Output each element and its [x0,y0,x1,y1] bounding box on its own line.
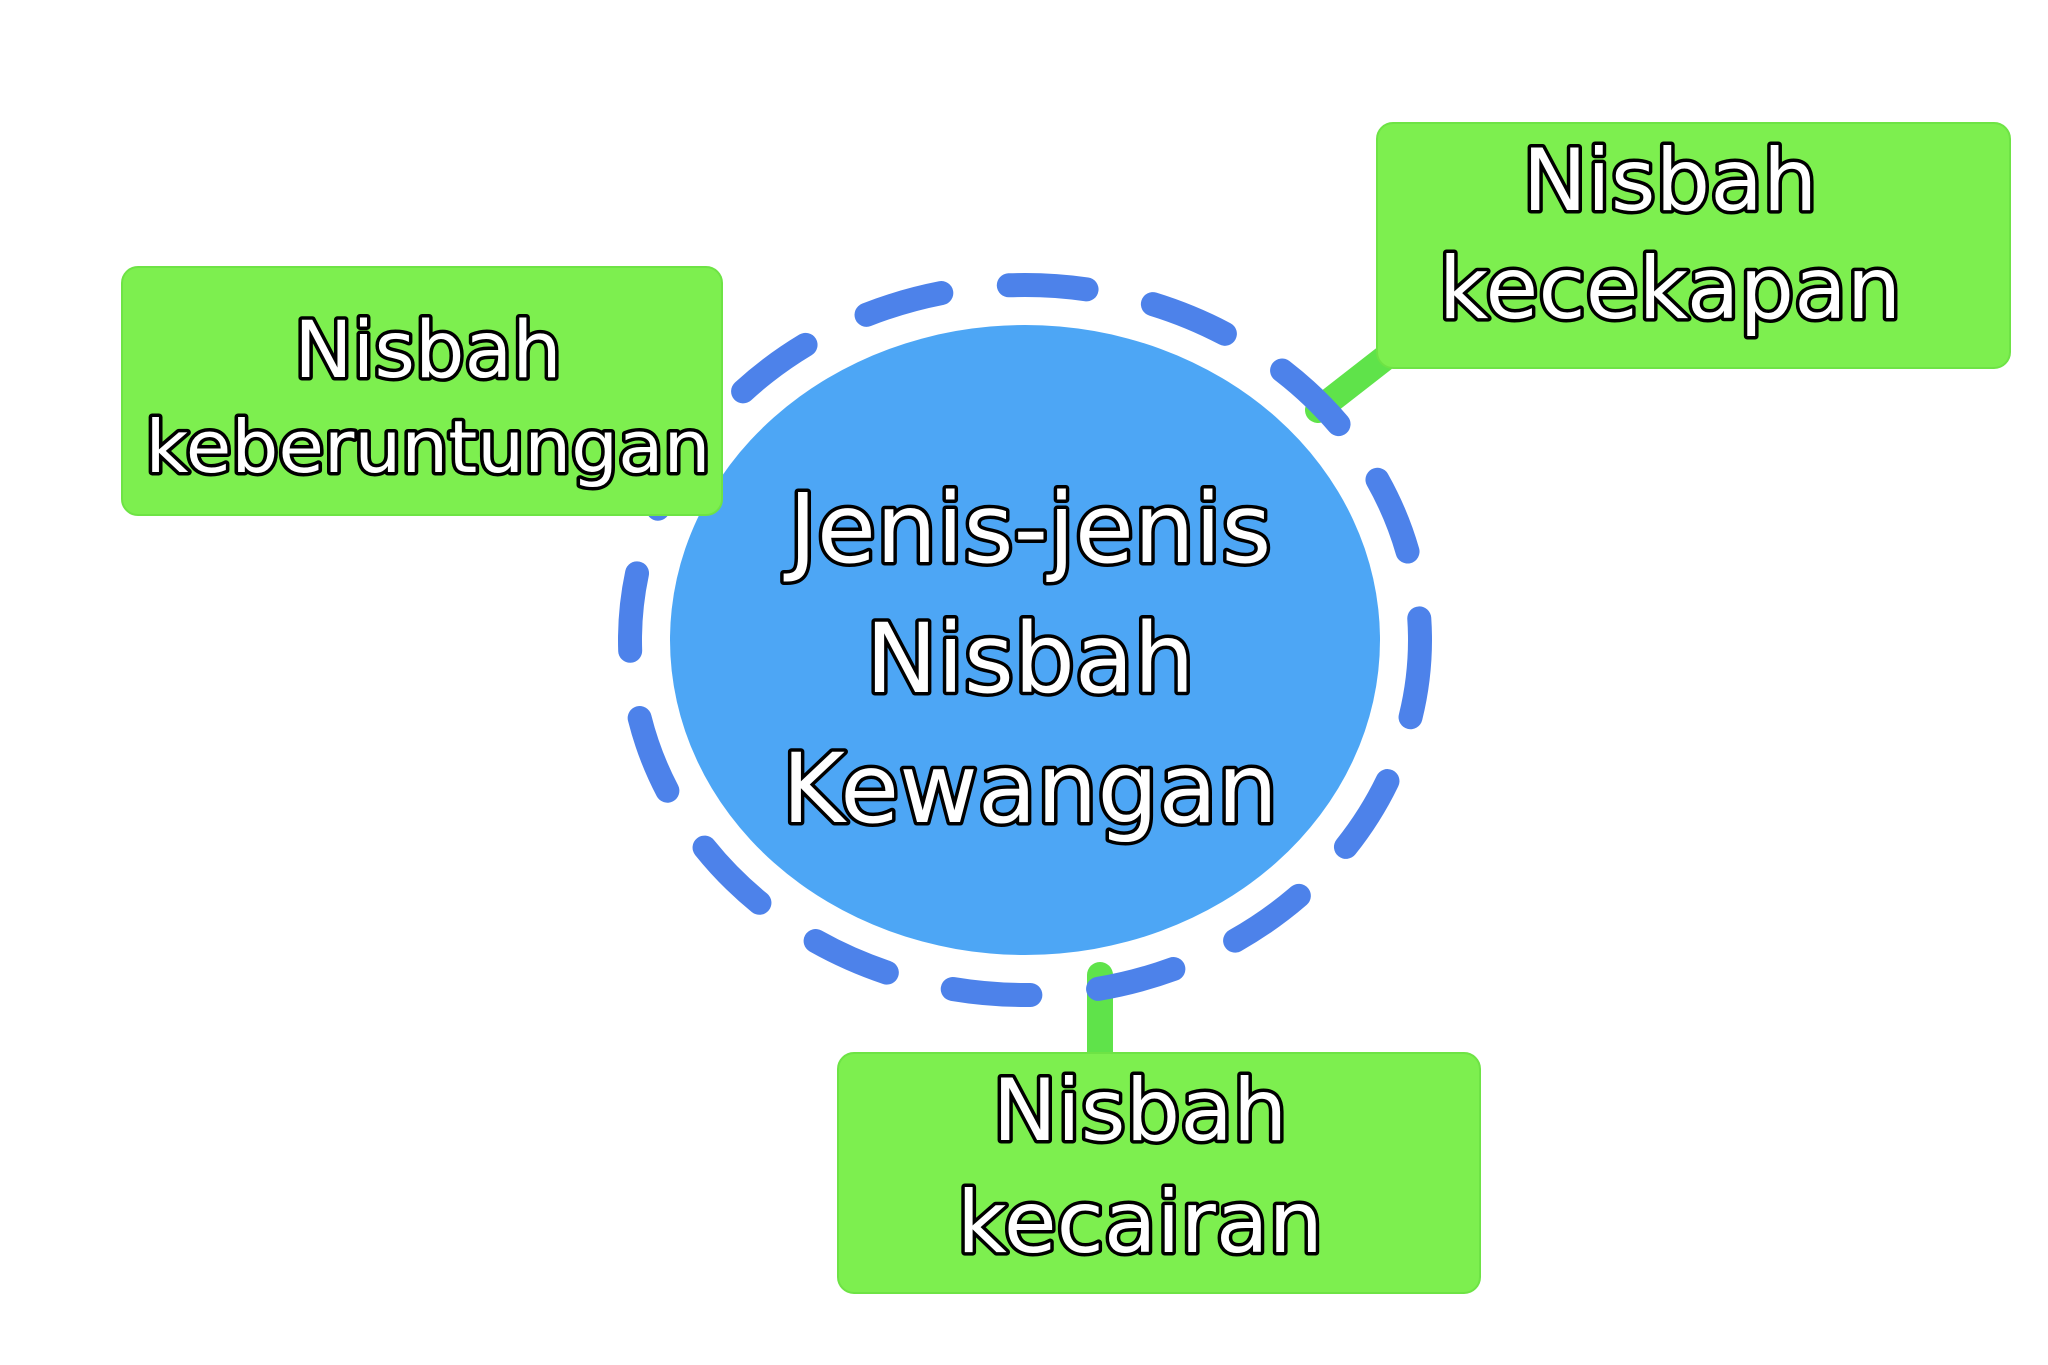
node-kecairan: Nisbah kecairan [837,1052,1481,1294]
node-kecekapan-box [1376,122,2011,369]
center-line-3: Kewangan [782,733,1278,845]
center-node-label: Jenis-jenis Nisbah Kewangan [778,470,1281,849]
node-kecekapan-line-1: Nisbah [1523,131,1818,231]
dashed-ring [618,273,1432,1007]
node-keberuntungan-line-1: Nisbah [294,306,561,396]
node-kecairan-line-1: Nisbah [993,1061,1288,1161]
node-keberuntungan: Nisbah keberuntungan [121,266,723,516]
center-node [670,325,1380,955]
center-line-2: Nisbah [865,603,1194,715]
node-kecekapan: Nisbah kecekapan [1376,122,2011,369]
center-line-1: Jenis-jenis [784,473,1272,585]
node-kecairan-box [837,1052,1481,1294]
node-keberuntungan-box [121,266,723,516]
node-keberuntungan-line-2: keberuntungan [146,405,711,489]
node-kecekapan-line-2: kecekapan [1439,239,1902,339]
node-kecairan-line-2: kecairan [957,1173,1323,1273]
